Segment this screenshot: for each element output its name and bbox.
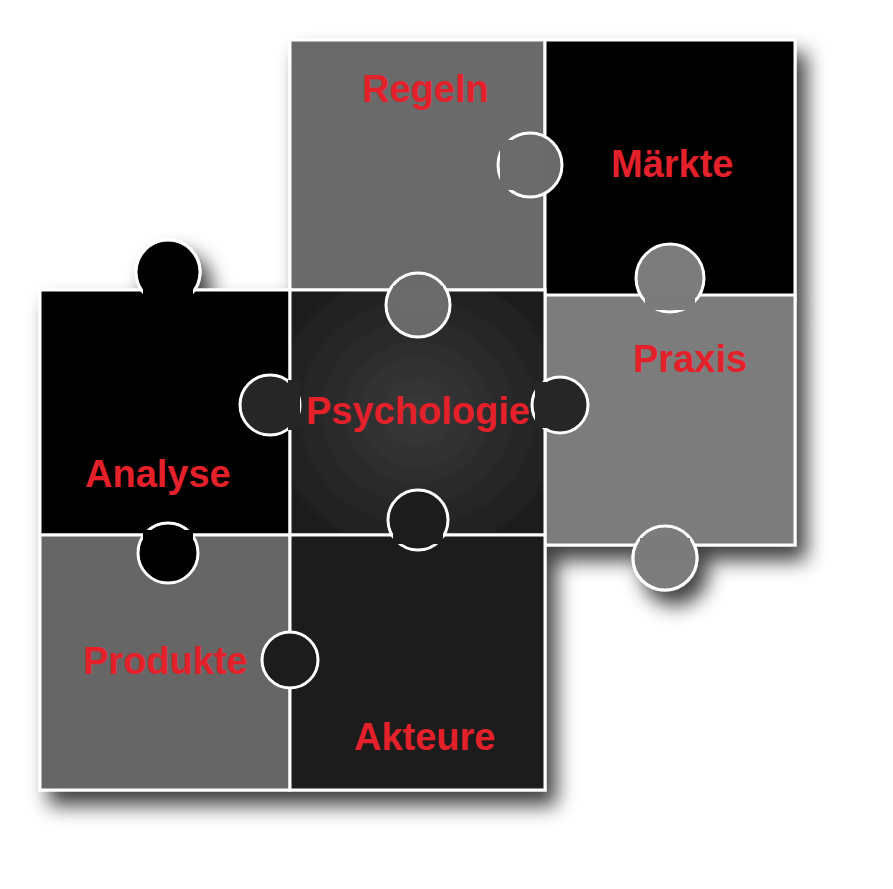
- puzzle-tab: [388, 490, 448, 550]
- puzzle-piece-label: Produkte: [79, 639, 252, 685]
- piece-text: Regeln: [362, 69, 489, 111]
- puzzle-piece-label: Akteure: [350, 715, 500, 761]
- puzzle-tab: [636, 244, 704, 312]
- puzzle-piece-label: Psychologie: [302, 389, 534, 435]
- puzzle-piece-label: Märkte: [607, 142, 738, 188]
- piece-text: Produkte: [83, 641, 248, 683]
- puzzle-piece-label: Praxis: [629, 337, 751, 383]
- puzzle-tab: [262, 632, 318, 688]
- puzzle-piece-label: Analyse: [81, 452, 235, 498]
- piece-text: Akteure: [354, 717, 496, 759]
- puzzle-tab: [138, 523, 198, 583]
- puzzle-tab: [633, 526, 697, 590]
- puzzle-tab: [532, 377, 588, 433]
- piece-text: Analyse: [85, 454, 231, 496]
- puzzle-tab: [240, 375, 300, 435]
- puzzle-piece-label: Regeln: [358, 67, 493, 113]
- piece-text: Psychologie: [306, 391, 530, 433]
- puzzle-tab: [386, 273, 450, 337]
- akteure-piece: [290, 535, 545, 790]
- piece-text: Märkte: [611, 144, 734, 186]
- puzzle-tab: [498, 133, 562, 197]
- piece-text: Praxis: [633, 339, 747, 381]
- regeln-piece: [290, 40, 545, 290]
